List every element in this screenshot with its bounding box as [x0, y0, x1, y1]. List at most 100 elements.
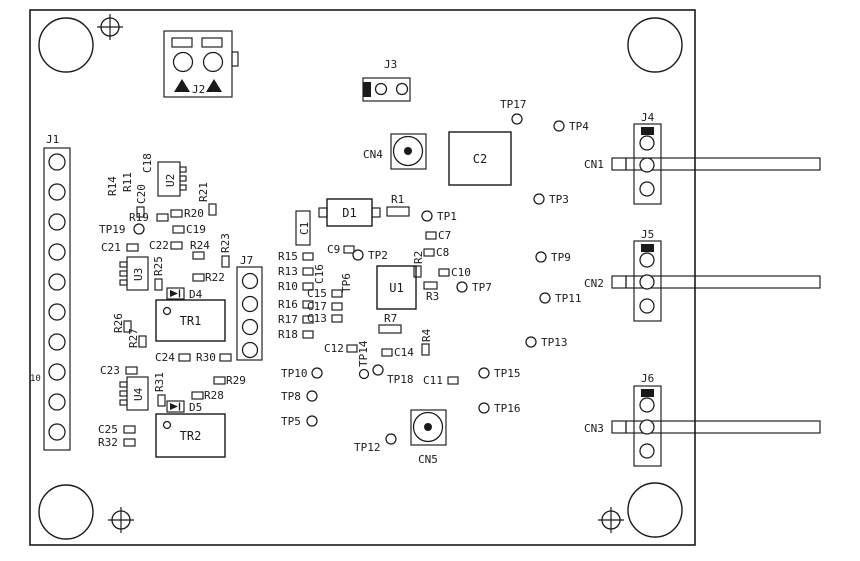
- label-u1: U1: [389, 281, 403, 295]
- testpoint-tp1: [421, 210, 433, 222]
- label-r2: R2: [412, 251, 425, 264]
- label-tr2: TR2: [180, 429, 202, 443]
- label-cn4: CN4: [363, 148, 383, 161]
- j2-terminal: [201, 37, 223, 48]
- label-c18: C18: [141, 153, 154, 173]
- connector-j1-body: [43, 147, 71, 451]
- label-c21: C21: [101, 241, 121, 254]
- j1-pin: [48, 213, 66, 231]
- pad-c12: [346, 344, 358, 353]
- label-j7: J7: [240, 254, 253, 267]
- j7-pin: [241, 295, 259, 313]
- label-tp12: TP12: [354, 441, 381, 454]
- pad-c15: [331, 289, 343, 298]
- label-tp4: TP4: [569, 120, 589, 133]
- pad-r10: [302, 282, 314, 291]
- pin-u2: [179, 175, 187, 182]
- j4-pin: [639, 135, 655, 151]
- testpoint-tp13: [525, 336, 537, 348]
- label-r7: R7: [384, 312, 397, 325]
- label-r10: R10: [278, 280, 298, 293]
- label-r24: R24: [190, 239, 210, 252]
- testpoint-tp19: [133, 223, 145, 235]
- mounting-hole: [38, 17, 94, 73]
- label-cn1: CN1: [584, 158, 604, 171]
- pad-r18: [302, 330, 314, 339]
- pin-u3: [119, 279, 128, 286]
- d1-lead: [371, 207, 381, 218]
- pad-r28: [191, 391, 204, 400]
- pad-r2: [413, 265, 422, 278]
- label-c20: C20: [135, 184, 148, 204]
- label-r28: R28: [204, 389, 224, 402]
- label-r32: R32: [98, 436, 118, 449]
- j7-pin: [241, 341, 259, 359]
- pad-c23: [125, 366, 138, 375]
- testpoint-tp16: [478, 402, 490, 414]
- label-c9: C9: [327, 243, 340, 256]
- j1-pin: [48, 333, 66, 351]
- j7-pin: [241, 318, 259, 336]
- label-tp17: TP17: [500, 98, 527, 111]
- testpoint-tp12: [385, 433, 397, 445]
- label-tp19: TP19: [99, 223, 126, 236]
- label-tp11: TP11: [555, 292, 582, 305]
- cable-cn2: [611, 275, 821, 289]
- j3-pin: [395, 82, 409, 96]
- label-c11: C11: [423, 374, 443, 387]
- label-d5: D5: [189, 401, 202, 414]
- testpoint-tp2: [352, 249, 364, 261]
- label-c12: C12: [324, 342, 344, 355]
- pad-r30: [219, 353, 232, 362]
- pad-r1: [386, 206, 410, 217]
- label-tp7: TP7: [472, 281, 492, 294]
- label-c14: C14: [394, 346, 414, 359]
- component-u1-body: [376, 265, 417, 310]
- pad-c14: [381, 348, 393, 357]
- tr1-pin1-mark: [162, 306, 172, 316]
- pad-c11: [447, 376, 459, 385]
- label-c17: C17: [307, 300, 327, 313]
- pad-r20: [170, 209, 183, 218]
- label-tp2: TP2: [368, 249, 388, 262]
- diode-d4-body: [166, 287, 185, 300]
- label-r30: R30: [196, 351, 216, 364]
- pad-c21: [126, 243, 139, 252]
- pad-r13: [302, 267, 314, 276]
- label-r27: R27: [127, 328, 140, 348]
- label-r1: R1: [391, 193, 404, 206]
- j1-pin: [48, 303, 66, 321]
- j5-pin: [639, 298, 655, 314]
- label-u4: U4: [132, 387, 145, 401]
- pad-r19: [156, 213, 169, 222]
- j6-pin: [639, 397, 655, 413]
- j7-pin: [241, 272, 259, 290]
- label-j2: J2: [192, 83, 205, 96]
- board-outline: [29, 9, 696, 546]
- pad-r22: [192, 273, 205, 282]
- label-cn5: CN5: [418, 453, 438, 466]
- pad-r15: [302, 252, 314, 261]
- connector-j4-body: [633, 123, 662, 205]
- label-tp14: TP14: [357, 340, 370, 367]
- d5-anode-mark: [170, 403, 178, 410]
- pad-r3: [423, 281, 438, 290]
- pad-c17: [331, 302, 343, 311]
- pin-u3: [119, 261, 128, 268]
- label-u3: U3: [132, 268, 145, 281]
- j2-pin: [172, 51, 194, 73]
- label-c22: C22: [149, 239, 169, 252]
- pad-r29: [213, 376, 226, 385]
- label-r11: R11: [121, 172, 134, 192]
- label-r20: R20: [184, 207, 204, 220]
- testpoint-tp10: [311, 367, 323, 379]
- pad-r16: [302, 300, 314, 309]
- testpoint-tp17: [511, 113, 523, 125]
- label-tp8: TP8: [281, 390, 301, 403]
- d1-lead: [318, 207, 328, 218]
- pin-u2: [179, 184, 187, 191]
- pad-c20: [136, 206, 145, 218]
- label-d4: D4: [189, 288, 203, 301]
